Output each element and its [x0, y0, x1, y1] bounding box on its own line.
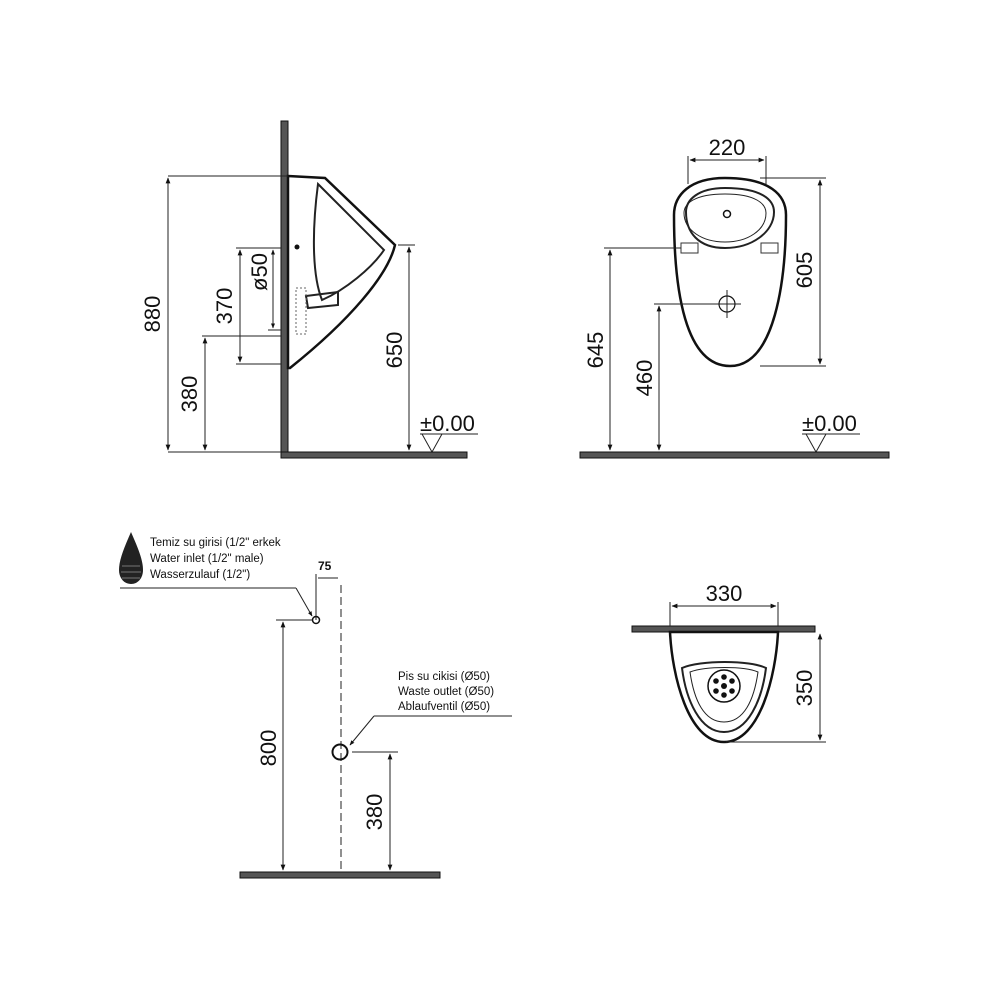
- dim-330-label: 330: [706, 581, 743, 606]
- dim-75-label: 75: [318, 559, 332, 573]
- level-triangle-front: [805, 433, 827, 454]
- level-triangle-side: [421, 433, 443, 454]
- water-drop-icon: [119, 532, 143, 584]
- bracket-left: [680, 242, 699, 254]
- dim-460-label: 460: [632, 360, 657, 397]
- dim-380-label: 380: [177, 376, 202, 413]
- dim-800-label: 800: [256, 730, 281, 767]
- dim-220-label: 220: [709, 135, 746, 160]
- dim-880-label: 880: [140, 296, 165, 333]
- urinal-side-trap: [304, 290, 339, 310]
- inlet-note-de: Wasserzulauf (1/2"): [150, 569, 250, 581]
- dim-install-380-label: 380: [362, 794, 387, 831]
- dim-645-label: 645: [583, 332, 608, 369]
- front-view: 220 605 645 460 ±0.00: [579, 135, 890, 459]
- outlet-leader: [349, 715, 375, 746]
- dim-350-label: 350: [792, 670, 817, 707]
- floor-line-front: [579, 451, 890, 459]
- floor-line: [280, 451, 468, 459]
- inlet-point-marker: [311, 615, 321, 625]
- dim-370-label: 370: [212, 288, 237, 325]
- installation-view: Temiz su girisi (1/2" erkek Water inlet …: [119, 532, 512, 879]
- dim-605-label: 605: [792, 252, 817, 289]
- waste-outlet-marker: [331, 743, 349, 761]
- inlet-note-tr: Temiz su girisi (1/2" erkek: [150, 537, 281, 549]
- urinal-front-outline: [672, 176, 788, 368]
- level-label-side: ±0.00: [420, 411, 475, 436]
- outlet-note-en: Waste outlet (Ø50): [398, 686, 494, 698]
- inlet-note-en: Water inlet (1/2" male): [150, 553, 264, 565]
- dim-d50-label: ø50: [247, 253, 272, 291]
- inlet-point: [294, 244, 300, 250]
- urinal-front-bowl-inner: [683, 193, 767, 243]
- outlet-note-tr: Pis su cikisi (Ø50): [398, 671, 490, 683]
- bracket-right: [760, 242, 779, 254]
- inlet-leader: [295, 587, 313, 617]
- drain-grate-icon: [707, 669, 741, 703]
- urinal-top-inner: [680, 661, 768, 734]
- urinal-side-inner: [312, 181, 386, 302]
- side-view: 880 380 370 ø50 650 ±0.00: [140, 120, 478, 459]
- urinal-side-outline: [286, 174, 397, 370]
- level-label-front: ±0.00: [802, 411, 857, 436]
- outlet-note-de: Ablaufventil (Ø50): [398, 701, 490, 713]
- top-view: 330 350: [631, 581, 826, 744]
- dim-650-label: 650: [382, 332, 407, 369]
- front-inlet-hole: [722, 209, 732, 219]
- urinal-top-inner-2: [689, 667, 759, 723]
- floor-line-install: [239, 871, 441, 879]
- outlet-hatch: [295, 287, 307, 335]
